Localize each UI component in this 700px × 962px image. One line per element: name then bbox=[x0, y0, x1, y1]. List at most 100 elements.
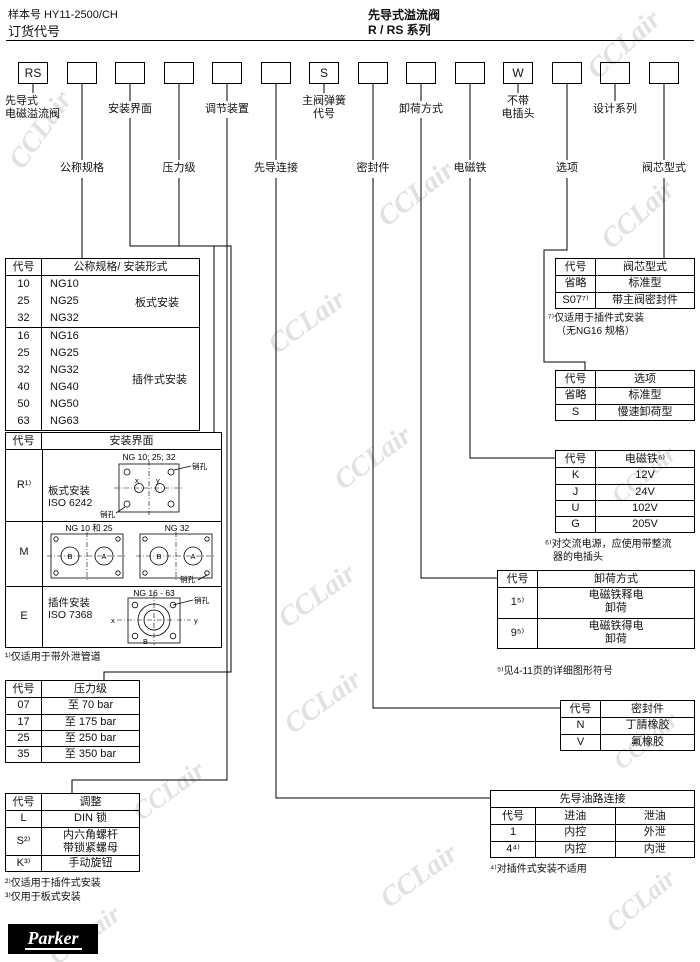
cell-value: NG25 bbox=[50, 295, 79, 307]
port-x-label: x bbox=[135, 476, 139, 485]
column-header-inlet: 进油 bbox=[536, 808, 616, 824]
diagram-title: NG 10; 25; 32 bbox=[123, 452, 176, 462]
cell-value: NG50 bbox=[50, 398, 79, 410]
code-box-7 bbox=[358, 62, 388, 84]
table-row: K 12V bbox=[556, 468, 694, 484]
code-box-9 bbox=[455, 62, 485, 84]
table-row: U 102V bbox=[556, 500, 694, 516]
cell-code: 省略 bbox=[556, 276, 596, 292]
header-rule bbox=[6, 40, 694, 41]
label-spool-type: 阀芯型式 bbox=[642, 162, 686, 174]
size-table: 代号 公称规格/ 安装形式 10 NG10 25 NG25 32 NG32 板式… bbox=[5, 258, 200, 431]
cell-value: NG25 bbox=[50, 347, 79, 359]
table-header: 代号 卸荷方式 bbox=[498, 571, 694, 588]
pilot-connection-table: 先导油路连接 代号 进油 泄油 1 内控 外泄 4⁴⁾ 内控 内泄 bbox=[490, 790, 695, 858]
footnote-1: ¹⁾仅适用于带外泄管道 bbox=[5, 652, 101, 663]
table-header: 代号 阀芯型式 bbox=[556, 259, 694, 276]
cell-inlet: 内控 bbox=[536, 842, 616, 857]
cell-drain: 内泄 bbox=[643, 843, 666, 855]
column-header-title: 密封件 bbox=[631, 703, 664, 715]
port-b-label: B bbox=[143, 637, 148, 646]
port-y-label: y bbox=[156, 476, 160, 485]
mount-type-text: 插件安装 bbox=[48, 597, 90, 609]
page-title: 订货代号 bbox=[8, 24, 61, 39]
column-header-code: 代号 bbox=[6, 433, 42, 449]
table-row: 1⁵⁾ 电磁铁释电 卸荷 bbox=[498, 588, 694, 618]
adjust-table: 代号 调整 L DIN 锁 S²⁾ 内六角螺杆 带锁紧螺母 K³⁾ 手动旋钮 bbox=[5, 793, 140, 872]
cell-value: DIN 锁 bbox=[74, 812, 107, 824]
code-box-2 bbox=[115, 62, 145, 84]
cell-code: 63 bbox=[6, 413, 42, 430]
pressure-table: 代号 压力级 07 至 70 bar 17 至 175 bar 25 至 250… bbox=[5, 680, 140, 763]
table-row: 4⁴⁾ 内控 内泄 bbox=[491, 841, 694, 857]
table-row: G 205V bbox=[556, 516, 694, 532]
column-header-drain: 泄油 bbox=[643, 810, 666, 822]
column-header-spec: 公称规格/ 安装形式 bbox=[73, 261, 168, 273]
code-box-8 bbox=[406, 62, 436, 84]
cell-line: 带锁紧螺母 bbox=[63, 842, 118, 854]
label-main-spring-code: 主阀弹簧 代号 bbox=[294, 95, 354, 121]
cell-code: E bbox=[20, 610, 28, 622]
footnote-3: ³⁾仅用于板式安装 bbox=[5, 892, 81, 903]
group-label: 插件式安装 bbox=[132, 374, 187, 386]
code-box-6: S bbox=[309, 62, 339, 84]
footnote-4: ⁴⁾对插件式安装不适用 bbox=[490, 864, 587, 875]
cell-code: 17 bbox=[6, 715, 42, 730]
cell-code: 9⁵⁾ bbox=[498, 619, 538, 648]
plate-mount-group: 10 NG10 25 NG25 32 NG32 板式安装 bbox=[6, 276, 199, 327]
column-header-title: 调整 bbox=[79, 796, 102, 808]
label-design-series: 设计系列 bbox=[593, 103, 637, 115]
cell-value: 带主阀密封件 bbox=[612, 294, 678, 306]
mount-diagram-ng10-25: NG 10 和 25 B A bbox=[47, 523, 127, 581]
column-header-title: 压力级 bbox=[74, 683, 107, 695]
table-row: 07 至 70 bar bbox=[6, 698, 139, 714]
cell-code: S07⁷⁾ bbox=[556, 293, 596, 308]
footnote-5: ⁵⁾见4-11页的详细图形符号 bbox=[497, 666, 613, 677]
parker-logo: Parker bbox=[8, 924, 98, 954]
diagram-title: NG 32 bbox=[165, 523, 190, 533]
solenoid-table: 代号 电磁铁⁶⁾ K 12V J 24V U 102V G 205V bbox=[555, 450, 695, 533]
column-header-code: 代号 bbox=[556, 259, 596, 275]
label-line: 电磁溢流阀 bbox=[5, 108, 60, 120]
cell-code: 25 bbox=[6, 731, 42, 746]
cell-value: 12V bbox=[635, 469, 655, 481]
column-header-title: 选项 bbox=[634, 373, 656, 385]
table-row: 32 NG32 bbox=[6, 310, 199, 327]
mount-table: 代号 安装界面 R¹⁾ M E 板式安装 ISO 6242 插件安装 ISO 7… bbox=[5, 432, 222, 648]
table-row: 32 NG32 bbox=[6, 362, 199, 379]
port-x-label: x bbox=[111, 616, 115, 625]
cell-code: K³⁾ bbox=[6, 856, 42, 871]
cell-line: 电磁铁得电 bbox=[588, 620, 644, 632]
cell-value: 氟橡胶 bbox=[631, 736, 664, 748]
table-row: 35 至 350 bar bbox=[6, 746, 139, 762]
cell-value: 至 70 bar bbox=[67, 699, 114, 711]
vent-table: 代号 卸荷方式 1⁵⁾ 电磁铁释电 卸荷 9⁵⁾ 电磁铁得电 卸荷 bbox=[497, 570, 695, 649]
column-header-title: 安装界面 bbox=[109, 435, 154, 447]
series-title: R / RS 系列 bbox=[368, 23, 431, 37]
cell-value: 至 175 bar bbox=[64, 716, 117, 728]
cell-code: 07 bbox=[6, 698, 42, 714]
cell-code: 50 bbox=[6, 396, 42, 413]
cell-line: 卸荷 bbox=[605, 602, 627, 614]
product-title: 先导式溢流阀 bbox=[368, 8, 441, 22]
label-line: 代号 bbox=[313, 108, 335, 120]
cell-value: 至 350 bar bbox=[64, 748, 117, 760]
cell-value: NG32 bbox=[50, 364, 79, 376]
code-box-1 bbox=[67, 62, 97, 84]
footnote-2: ²⁾仅适用于插件式安装 bbox=[5, 878, 101, 889]
cell-value: NG16 bbox=[50, 330, 79, 342]
mount-diagram-plate: NG 10; 25; 32 x y 销孔 销孔 bbox=[100, 452, 207, 518]
table-row: S²⁾ 内六角螺杆 带锁紧螺母 bbox=[6, 827, 139, 855]
label-solenoid: 电磁铁 bbox=[453, 162, 487, 174]
port-b-label: B bbox=[67, 552, 72, 561]
cell-value: 内六角螺杆 带锁紧螺母 bbox=[42, 828, 139, 855]
footnote-6: ⁶⁾对交流电源，应使用带整流 bbox=[545, 539, 672, 550]
label-adjustment-device: 调节装置 bbox=[205, 103, 249, 115]
cell-code: S bbox=[556, 405, 596, 420]
mount-diagram-ng32: NG 32 B A 销孔 bbox=[136, 523, 216, 583]
table-divider bbox=[42, 450, 43, 647]
cell-line: 卸荷 bbox=[605, 633, 627, 645]
cell-value: 丁腈橡胶 bbox=[625, 719, 670, 731]
